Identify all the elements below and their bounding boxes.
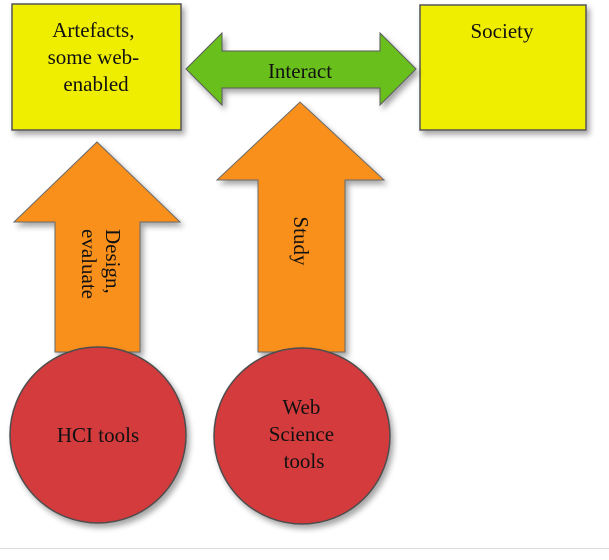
study-label-text: Study: [289, 216, 313, 266]
hci-tools-circle: [9, 346, 187, 524]
design-evaluate-label-line-2: evaluate: [77, 229, 101, 299]
artefacts-box: [11, 3, 182, 131]
web-science-tools-label-line-2: Science: [269, 422, 334, 446]
society-label: Society: [471, 19, 534, 43]
interact-arrow: Interact: [185, 31, 417, 107]
study-arrow: Study: [215, 101, 386, 353]
web-science-tools-label-line-3: tools: [284, 449, 325, 473]
interact-label: Interact: [268, 59, 332, 83]
artefacts-label-line-1: Artefacts,: [52, 18, 134, 42]
design-evaluate-label: Design, evaluate: [77, 229, 125, 299]
society-box: [419, 4, 587, 131]
society-node: Society: [419, 4, 587, 131]
web-science-tools-label: Web Science tools: [269, 395, 340, 473]
artefacts-label: Artefacts, some web- enabled: [48, 18, 145, 96]
web-science-tools-circle: [213, 347, 391, 525]
hci-tools-node: HCI tools: [9, 346, 187, 524]
design-evaluate-label-line-1: Design,: [101, 229, 125, 294]
artefacts-node: Artefacts, some web- enabled: [11, 3, 182, 131]
artefacts-label-line-2: some web-: [48, 45, 140, 69]
design-evaluate-arrow-shape: [12, 141, 182, 353]
hci-tools-label: HCI tools: [57, 423, 139, 447]
interact-arrow-shape: [185, 31, 417, 107]
page-bottom-rule: [0, 548, 609, 549]
design-evaluate-arrow: Design, evaluate: [12, 141, 182, 353]
artefacts-label-line-3: enabled: [63, 72, 129, 96]
study-arrow-shape: [215, 101, 386, 353]
web-science-tools-label-line-1: Web: [282, 395, 320, 419]
web-science-tools-node: Web Science tools: [213, 347, 391, 525]
study-label: Study: [289, 216, 313, 266]
